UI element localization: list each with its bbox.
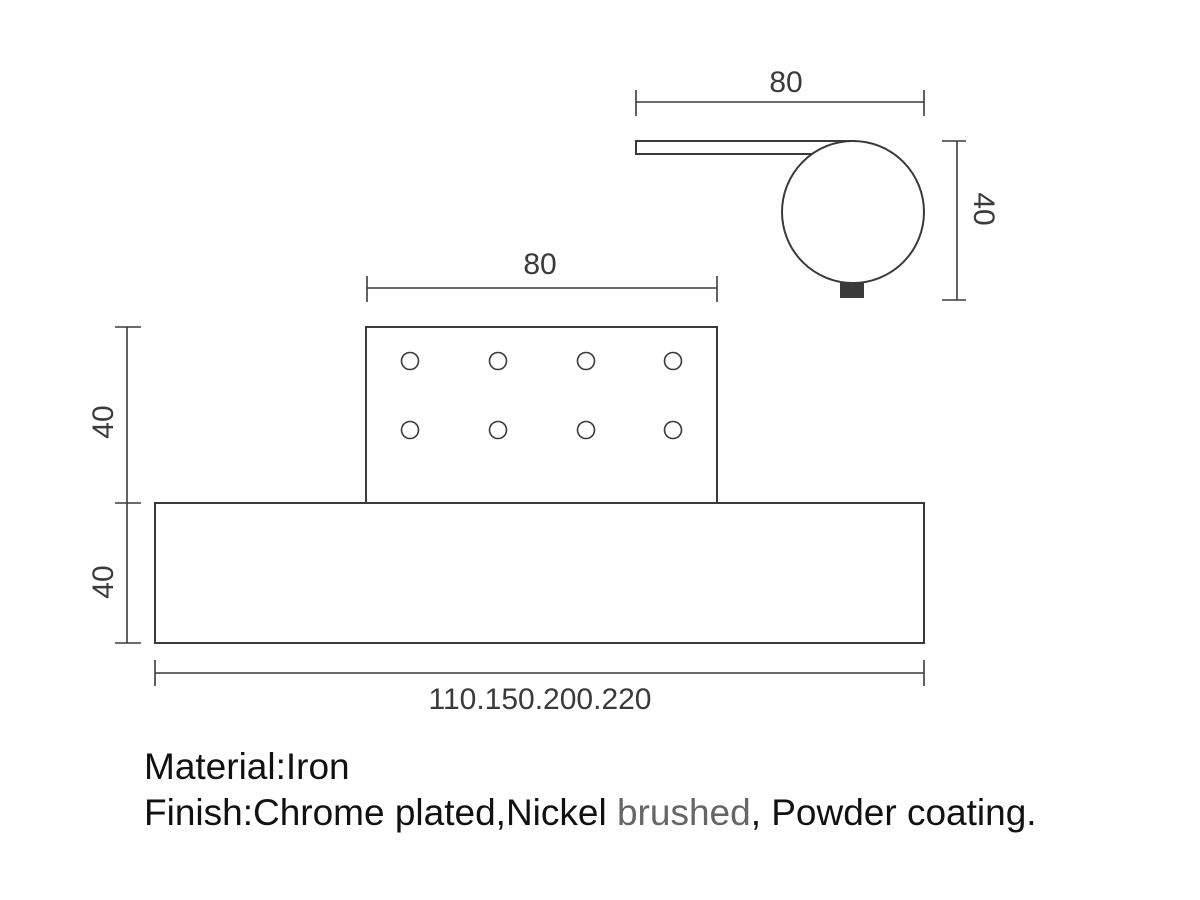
mounting-hole [400,351,420,371]
mounting-hole [576,420,596,440]
front-view: 80 40 40 110.150.200.220 [87,248,925,716]
side-view-width-label: 80 [769,66,802,99]
mounting-hole [488,351,508,371]
mounting-holes [400,351,683,440]
finish-text: Finish:Chrome plated,Nickel [144,792,617,833]
mounting-hole [400,420,420,440]
plate-width-label: 80 [523,248,556,281]
finish-brushed-text: brushed [616,792,751,833]
mounting-hole [663,351,683,371]
base-length-dimension: 110.150.200.220 [154,660,925,716]
side-view-height-dimension: 40 [942,140,1000,301]
side-view-width-dimension: 80 [635,66,925,116]
side-view: 80 40 [635,66,1000,301]
spec-notes: Material:Iron Finish:Chrome plated,Nicke… [144,744,1037,836]
plate-height-label: 40 [87,405,120,438]
mounting-hole [576,351,596,371]
material-note: Material:Iron [144,746,350,787]
side-view-tube [781,140,925,284]
height-dimensions: 40 40 [87,326,141,644]
mounting-plate [365,326,718,504]
finish-note: Finish:Chrome plated,Nickel brushed, Pow… [144,790,1037,836]
base-length-label: 110.150.200.220 [429,683,652,716]
mounting-hole [663,420,683,440]
side-view-foot [840,282,864,298]
side-view-height-label: 40 [967,192,1000,225]
base-height-label: 40 [87,565,120,598]
mounting-hole [488,420,508,440]
plate-width-dimension: 80 [366,248,718,302]
finish-coating-text: , Powder coating. [750,792,1037,833]
base-block [154,502,925,644]
